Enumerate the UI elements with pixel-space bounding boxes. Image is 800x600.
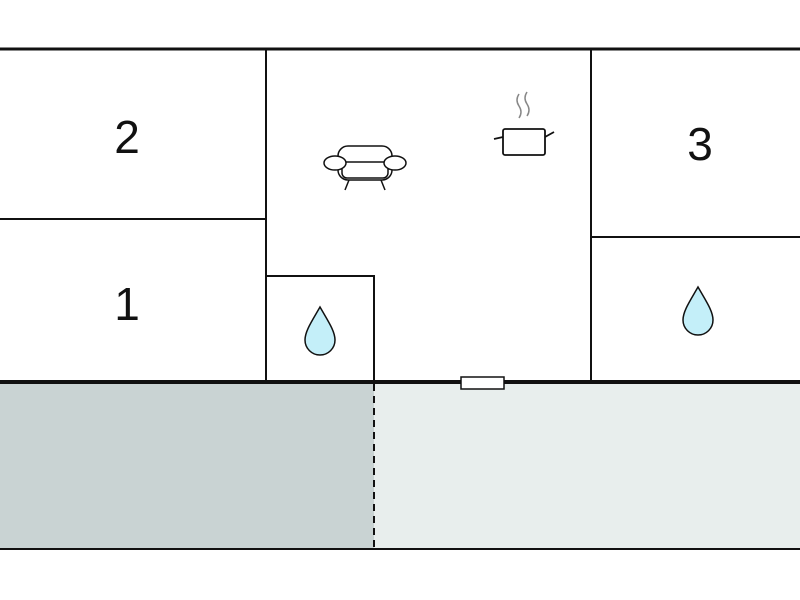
cooking-pot-icon	[493, 91, 555, 156]
room-number-3: 3	[687, 118, 713, 170]
water-drop-icon	[682, 285, 714, 336]
wall-small-bathroom	[266, 275, 375, 382]
room-number-1: 1	[114, 278, 140, 330]
terrace-open	[374, 382, 800, 549]
sofa-icon	[323, 145, 407, 191]
terrace-covered	[0, 382, 374, 549]
window	[460, 376, 505, 390]
water-drop-icon	[304, 305, 336, 356]
room-number-2: 2	[114, 111, 140, 163]
